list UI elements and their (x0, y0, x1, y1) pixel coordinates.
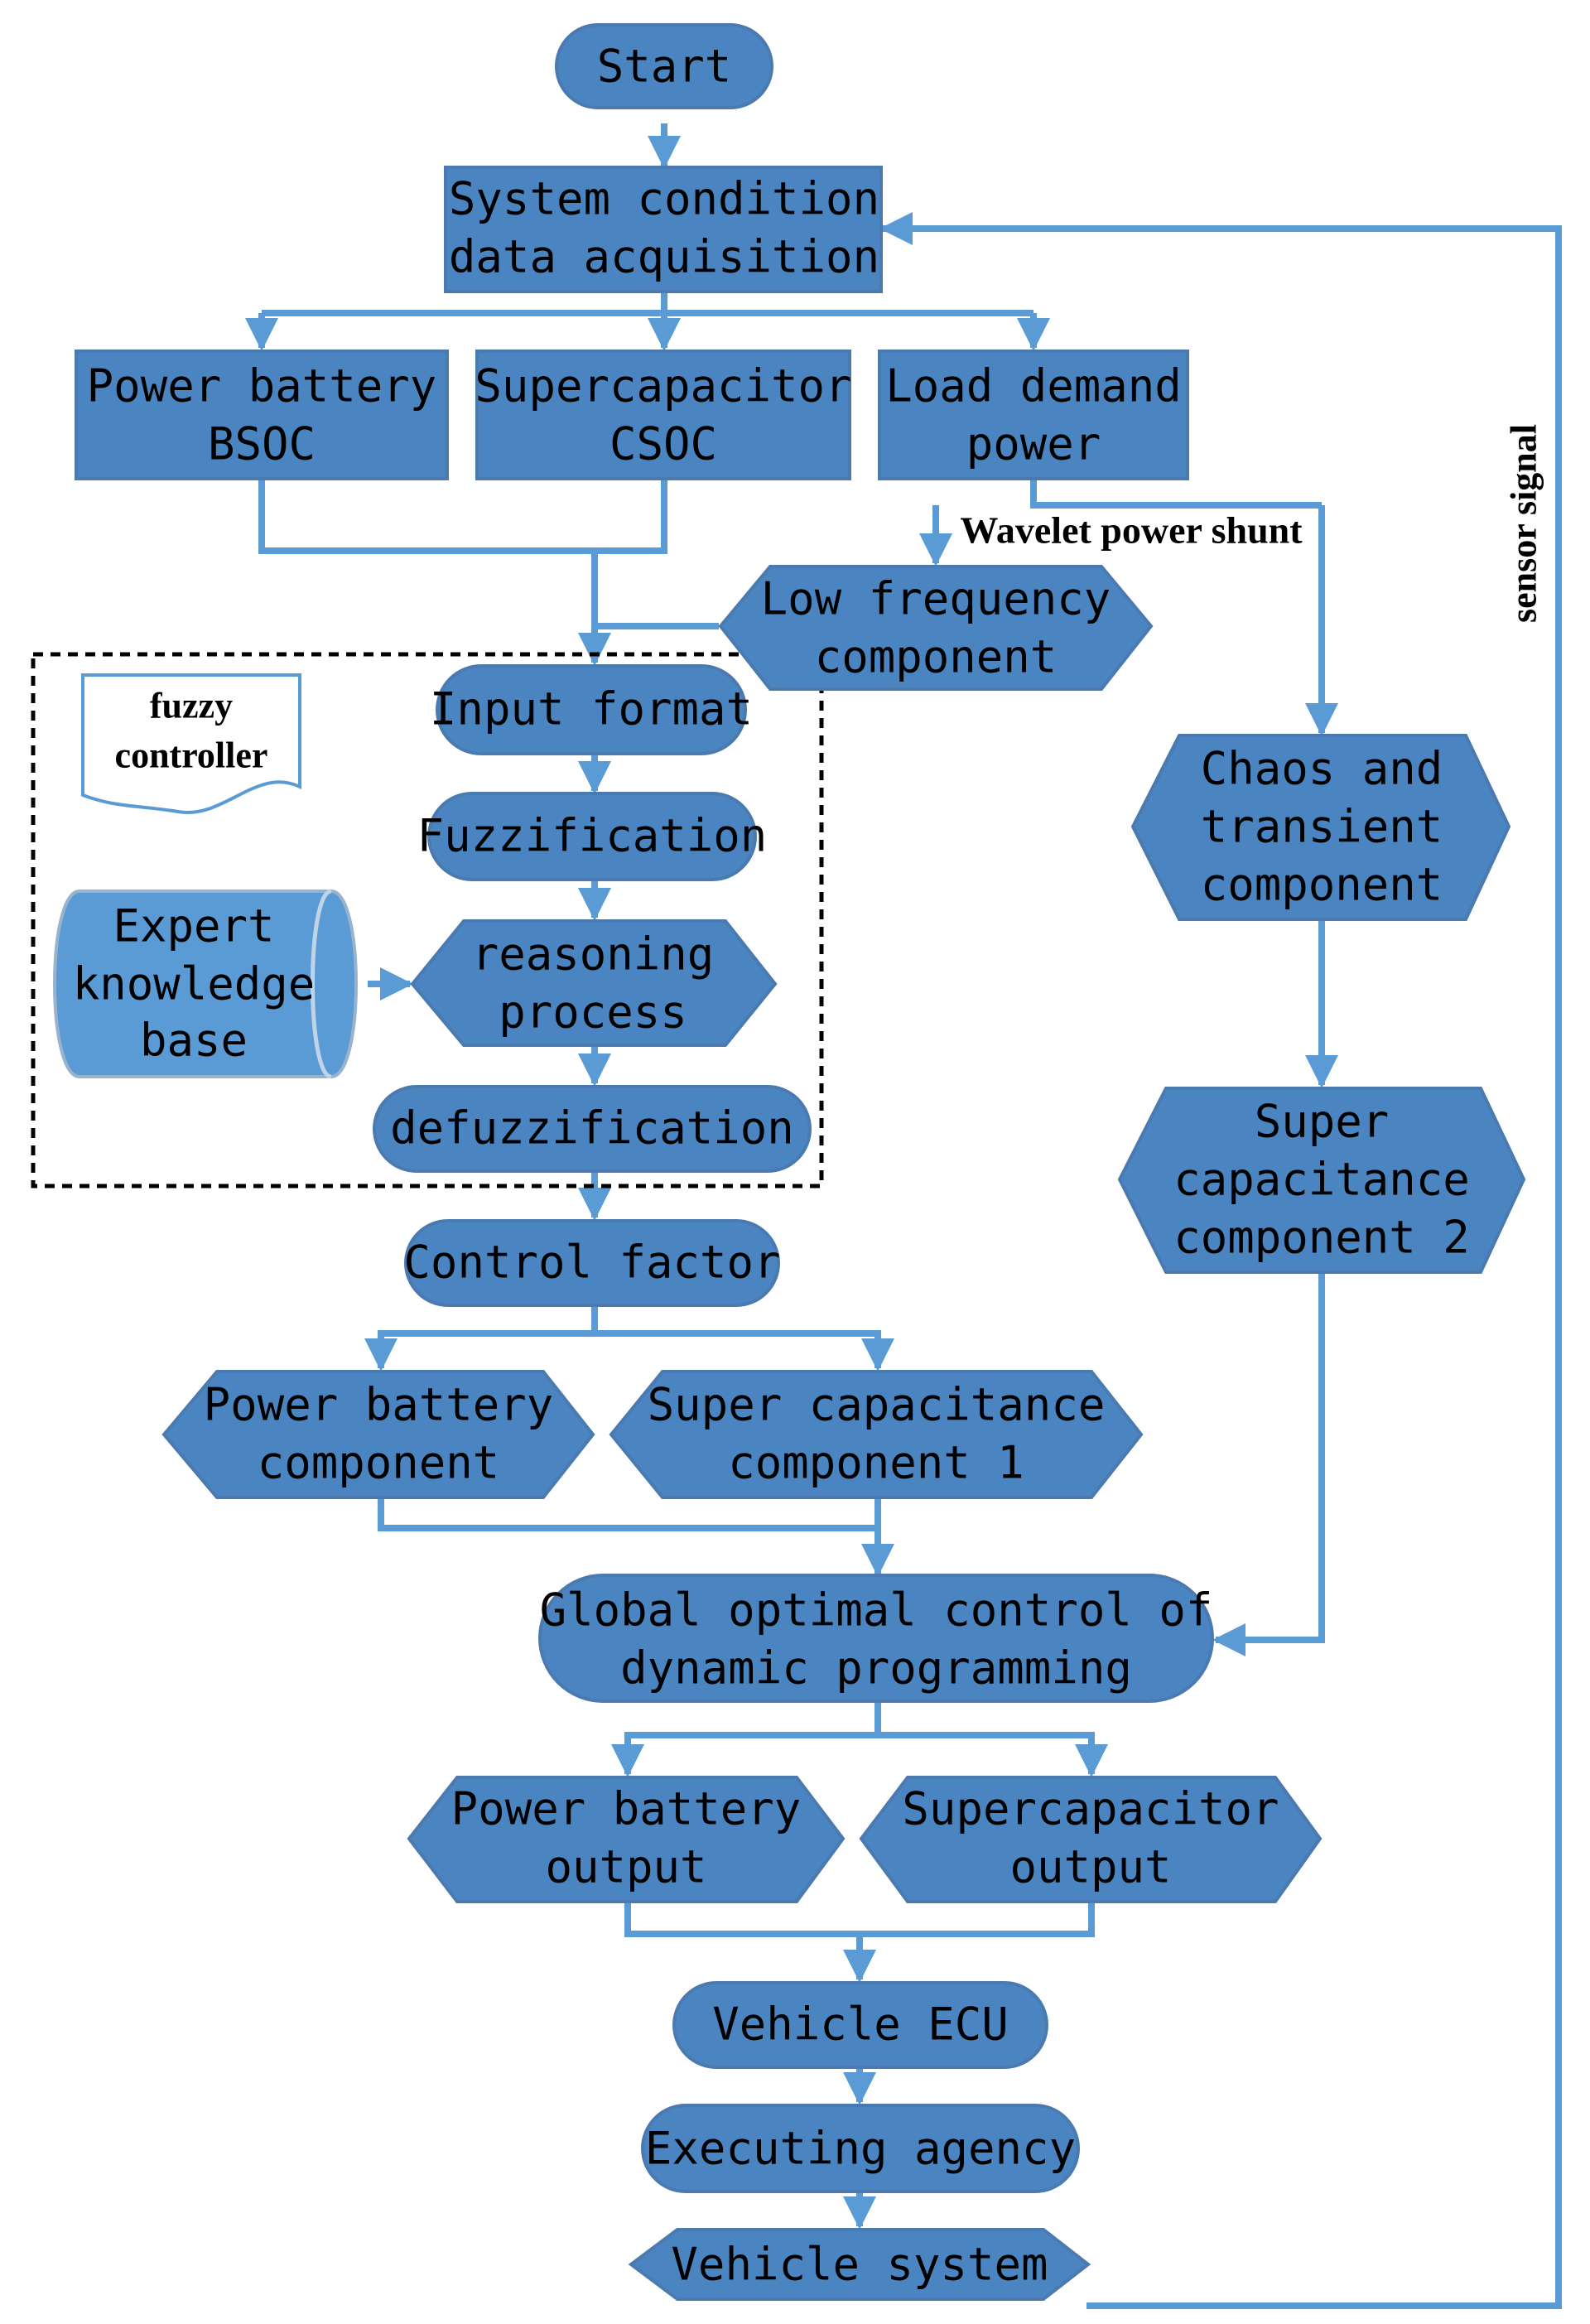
csoc-label-line2: CSOC (610, 418, 717, 470)
sc-component1-label-line2: component 1 (728, 1437, 1024, 1489)
arrow-sc2-to-global (1212, 1274, 1325, 1656)
bsoc-node: Power battery BSOC (75, 350, 449, 480)
power-battery-component-node: Power battery component (161, 1370, 595, 1499)
pb-output-label-line1: Power battery (451, 1783, 802, 1835)
sc-output-label-line2: output (1009, 1841, 1171, 1893)
reasoning-label-line2: process (499, 986, 687, 1039)
chaos-label-line3: component (1201, 859, 1443, 911)
start-node: Start (555, 23, 773, 109)
vehicle-ecu-label: Vehicle ECU (712, 1999, 1009, 2051)
line-load-to-wavelet (1030, 479, 1322, 509)
line-control-left (378, 1307, 598, 1367)
sensor-signal-label: sensor signal (1504, 424, 1544, 623)
defuzzification-node: defuzzification (373, 1085, 812, 1173)
fuzzy-controller-boundary (31, 652, 824, 1189)
load-demand-label-line1: Load demand (885, 360, 1182, 412)
acquisition-label-line1: System condition (449, 173, 879, 225)
reasoning-label-line1: reasoning (472, 928, 715, 981)
expert-kb-label-line3: base (140, 1015, 248, 1067)
low-frequency-node: Low frequency component (718, 565, 1154, 691)
chaos-transient-node: Chaos and transient component (1130, 734, 1511, 921)
vehicle-system-node: Vehicle system (628, 2228, 1091, 2301)
pb-component-label-line1: Power battery (204, 1379, 554, 1431)
super-capacitance-component2-node: Super capacitance component 2 (1117, 1087, 1526, 1274)
super-capacitance-component1-node: Super capacitance component 1 (609, 1370, 1144, 1499)
acquisition-node: System condition data acquisition (444, 166, 883, 293)
load-demand-label-line2: power (966, 418, 1101, 470)
line-bsoc-csoc-merge (258, 479, 667, 554)
vehicle-ecu-node: Vehicle ECU (672, 1981, 1048, 2069)
chaos-label-line2: transient (1201, 801, 1443, 853)
vehicle-system-label: Vehicle system (671, 2239, 1048, 2291)
bsoc-label-line2: BSOC (208, 418, 316, 470)
connectors (245, 123, 1562, 2309)
supercapacitor-output-node: Supercapacitor output (859, 1776, 1323, 1903)
power-battery-output-node: Power battery output (407, 1776, 846, 1903)
fuzzy-controller-label-line1: fuzzy (150, 686, 233, 726)
arrow-sensor-feedback (879, 212, 1562, 2309)
expert-kb-label-line1: Expert (113, 900, 274, 952)
line-outputs-merge (624, 1903, 1095, 1937)
acquisition-label-line2: data acquisition (449, 231, 879, 283)
low-frequency-label-line1b: component (815, 631, 1058, 683)
sc-component1-label-line1: Super capacitance (648, 1379, 1106, 1431)
global-optimal-label-line2: dynamic programming (620, 1642, 1132, 1695)
pb-output-label-line2: output (545, 1841, 706, 1893)
sc-component2-label-line1: Super (1255, 1096, 1390, 1148)
defuzzification-label: defuzzification (390, 1102, 794, 1155)
csoc-label-line1: Supercapacitor (475, 360, 851, 412)
control-factor-label: Control factor (403, 1237, 780, 1289)
global-optimal-control-node: Global optimal control of dynamic progra… (538, 1574, 1214, 1703)
chaos-label-line1: Chaos and (1201, 743, 1443, 795)
csoc-node: Supercapacitor CSOC (475, 350, 852, 480)
start-label: Start (597, 41, 732, 93)
wavelet-power-shunt-label: Wavelet power shunt (960, 509, 1303, 552)
load-demand-node: Load demand power (878, 350, 1189, 480)
executing-agency-node: Executing agency (641, 2104, 1080, 2193)
fuzzy-controller-document: fuzzy controller (81, 673, 301, 815)
fuzzification-label: Fuzzification (417, 810, 768, 862)
input-format-node: Input format (430, 664, 753, 755)
fuzzy-controller-label-line2: controller (115, 735, 268, 776)
low-frequency-label-line1: Low frequency (761, 573, 1111, 625)
bsoc-label-line1: Power battery (87, 360, 437, 412)
expert-kb-label-line2: knowledge (73, 958, 316, 1010)
control-factor-node: Control factor (403, 1219, 781, 1307)
line-pb-component-merge (378, 1499, 878, 1531)
fuzzification-node: Fuzzification (417, 792, 768, 881)
reasoning-node: reasoning process (410, 919, 778, 1047)
sc-output-label-line1: Supercapacitor (902, 1783, 1279, 1835)
arrow-to-sc-component1 (595, 1330, 894, 1372)
sc-component2-label-line3: component 2 (1173, 1212, 1470, 1264)
global-optimal-label-line1: Global optimal control of (540, 1584, 1213, 1637)
expert-knowledge-base-node: Expert knowledge base (53, 889, 358, 1079)
sc-component2-label-line2: capacitance (1173, 1154, 1470, 1206)
executing-agency-label: Executing agency (645, 2123, 1076, 2175)
arrow-to-sc-output (878, 1732, 1108, 1777)
input-format-label: Input format (430, 683, 753, 735)
pb-component-label-line2: component (258, 1437, 500, 1489)
line-global-split (624, 1703, 881, 1772)
